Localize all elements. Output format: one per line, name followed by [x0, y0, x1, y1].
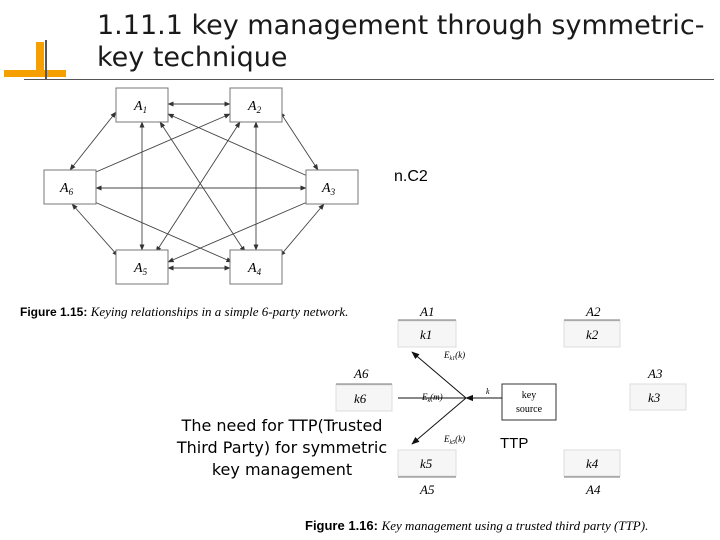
key-source-box: key source	[501, 383, 557, 421]
party-a3: A3 k3	[629, 366, 687, 411]
slide-title: 1.11.1 key management through symmetric-…	[97, 10, 705, 73]
svg-text:A4: A4	[247, 261, 262, 277]
edge-a2-a5	[155, 121, 241, 253]
label-e-k5: Ek5(k)	[443, 434, 465, 446]
node-a3: A3	[305, 169, 359, 205]
svg-text:k5: k5	[420, 456, 433, 471]
edge-a6-a5	[71, 203, 119, 257]
svg-text:A3: A3	[321, 181, 336, 197]
party-a6: A6 k6	[335, 366, 393, 412]
vertical-rule	[45, 40, 47, 80]
edge-a1-a6	[69, 111, 117, 171]
svg-text:k4: k4	[586, 456, 599, 471]
svg-text:A3: A3	[647, 366, 663, 381]
edge-a1-a4	[159, 121, 246, 253]
label-e-k-m: Ek(m)	[421, 392, 443, 404]
party-a1: A1 k1	[397, 304, 457, 348]
svg-text:A6: A6	[59, 181, 74, 197]
party-a2: A2 k2	[563, 304, 621, 348]
edge-a3-a4	[279, 203, 325, 257]
figure-1-15-caption: Figure 1.15: Keying relationships in a s…	[20, 304, 348, 320]
node-a2: A2	[229, 87, 283, 123]
party-a5: k5 A5	[397, 449, 457, 497]
svg-text:k3: k3	[648, 390, 661, 405]
arrow-k-label: k	[486, 387, 490, 396]
ttp-label: TTP	[500, 435, 529, 452]
edge-a2-a6	[81, 113, 231, 179]
svg-text:A1: A1	[133, 99, 147, 115]
party-a4: k4 A4	[563, 449, 621, 497]
svg-text:A5: A5	[133, 261, 148, 277]
svg-text:A2: A2	[585, 304, 601, 319]
horizontal-rule	[24, 79, 714, 80]
node-a4: A4	[229, 249, 283, 285]
fig15-edges	[69, 101, 325, 271]
svg-text:k1: k1	[420, 327, 432, 342]
node-a1: A1	[115, 87, 169, 123]
fig16: A1 k1 A2 k2 A6 k6 A3 k3 k5	[335, 304, 687, 497]
svg-text:key: key	[522, 390, 536, 401]
svg-text:A5: A5	[419, 482, 435, 497]
svg-text:k6: k6	[354, 391, 367, 406]
node-a6: A6	[43, 169, 97, 205]
fig15-nodes: A1 A2 A6 A3 A5 A4	[43, 87, 359, 285]
arrow-ttp-to-a5	[411, 397, 467, 445]
accent-horizontal-bar	[4, 70, 66, 77]
caption-1-16-text: Key management using a trusted third par…	[381, 518, 649, 533]
node-a5: A5	[115, 249, 169, 285]
label-e-k1: Ek1(k)	[443, 350, 465, 362]
svg-text:A1: A1	[419, 304, 434, 319]
edge-a2-a3	[279, 111, 319, 171]
arrow-ttp-to-a1	[411, 351, 467, 399]
svg-text:k2: k2	[586, 327, 599, 342]
caption-1-16-label: Figure 1.16:	[305, 518, 378, 533]
nc2-note: n.C2	[394, 168, 428, 185]
accent-vertical-bar	[36, 42, 44, 70]
svg-text:source: source	[516, 404, 543, 415]
edge-a1-a3	[167, 113, 313, 179]
svg-text:A2: A2	[247, 99, 262, 115]
svg-text:A4: A4	[585, 482, 601, 497]
caption-1-15-label: Figure 1.15:	[20, 305, 88, 319]
caption-1-15-text: Keying relationships in a simple 6-party…	[90, 304, 349, 319]
svg-text:A6: A6	[353, 366, 369, 381]
figure-1-16-caption: Figure 1.16: Key management using a trus…	[305, 518, 648, 534]
fig16-arrows	[398, 351, 502, 445]
ttp-need-text: The need for TTP(Trusted Third Party) fo…	[176, 416, 388, 479]
